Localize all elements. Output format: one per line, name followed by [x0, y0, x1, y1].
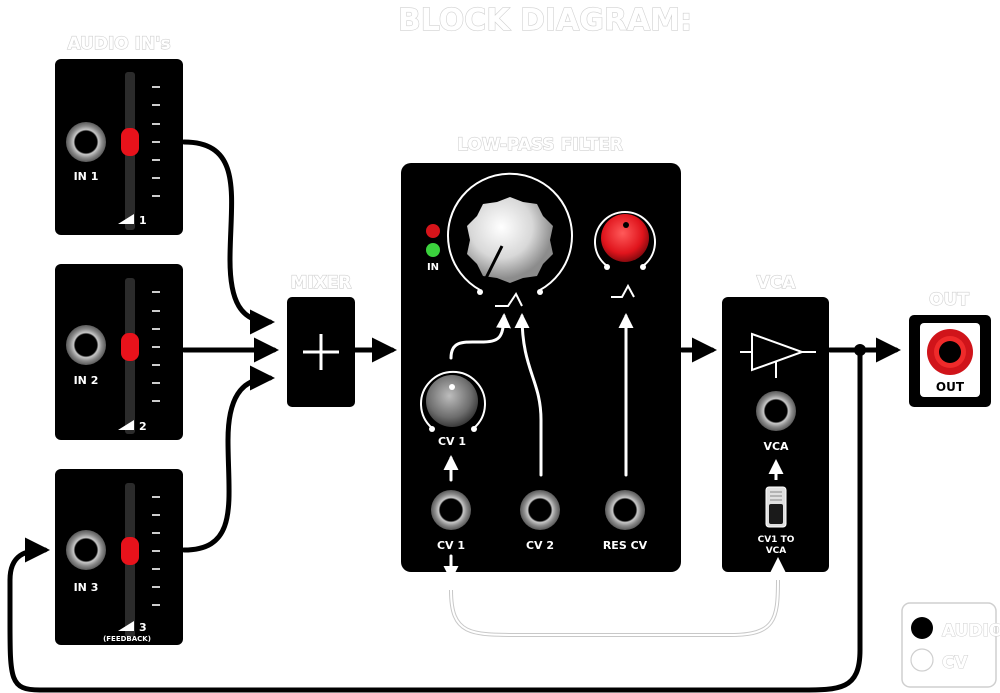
audio-in-channel-2: IN 2 2	[55, 264, 183, 440]
led-green	[426, 243, 440, 257]
level-triangle-icon	[118, 420, 134, 430]
slider-knob-1[interactable]	[121, 128, 139, 156]
resonance-symbol-icon	[611, 283, 635, 298]
cv2-jack-label: CV 2	[526, 539, 554, 552]
feedback-label: (FEEDBACK)	[103, 635, 151, 643]
switch-label-line-1: CV1 TO	[758, 535, 795, 545]
filter-heading: LOW-PASS FILTER	[457, 135, 623, 155]
audio-in-channel-1: IN 1 1	[55, 59, 183, 235]
legend-audio-swatch	[911, 617, 933, 639]
legend-cv-label: CV	[942, 653, 968, 673]
slider-knob-2[interactable]	[121, 333, 139, 361]
audio-in-channel-3: IN 3 3 (FEEDBACK)	[55, 469, 183, 645]
slider-3-label: 3	[139, 621, 147, 634]
legend: AUDIO CV	[901, 602, 1000, 688]
in-2-jack[interactable]	[66, 325, 106, 365]
slider-2-label: 2	[139, 420, 147, 433]
mixer-heading: MIXER	[290, 273, 351, 293]
plus-icon	[303, 334, 339, 370]
audio-cables	[7, 139, 901, 693]
out-heading: OUT	[929, 290, 969, 310]
cv1-attenuator-knob[interactable]	[420, 370, 486, 432]
cv1-knob-label: CV 1	[438, 435, 466, 448]
cv1-jack[interactable]	[431, 490, 471, 530]
cv2-jack[interactable]	[520, 490, 560, 530]
cv1-jack-label: CV 1	[437, 539, 465, 552]
vca-panel: VCA CV1 TO VCA	[722, 297, 829, 578]
audio-ins-heading: AUDIO IN's	[67, 34, 170, 54]
in-led-label: IN	[427, 262, 439, 273]
in-3-jack[interactable]	[66, 530, 106, 570]
vca-heading: VCA	[757, 273, 797, 293]
legend-cv-swatch	[910, 648, 934, 672]
in-2-label: IN 2	[74, 374, 99, 387]
out-jack-label: OUT	[936, 380, 965, 394]
out-panel: OUT	[909, 315, 991, 407]
in-3-label: IN 3	[74, 581, 99, 594]
legend-audio-label: AUDIO	[942, 621, 1000, 641]
cv-link-cable	[449, 579, 780, 637]
out-jack[interactable]	[927, 329, 973, 375]
in-1-jack[interactable]	[66, 122, 106, 162]
amplifier-triangle-icon	[740, 332, 816, 378]
cutoff-knob[interactable]	[447, 172, 573, 295]
slider-knob-3[interactable]	[121, 537, 139, 565]
junction-dot	[854, 344, 866, 356]
filter-panel: IN CV 1	[401, 163, 681, 581]
vca-cv-jack[interactable]	[756, 391, 796, 431]
cv1-to-vca-switch[interactable]	[765, 486, 787, 528]
in-1-label: IN 1	[74, 170, 99, 183]
diagram-title: BLOCK DIAGRAM:	[398, 3, 692, 38]
switch-label-line-2: VCA	[766, 546, 787, 556]
res-cv-jack-label: RES CV	[603, 539, 648, 552]
level-triangle-icon	[118, 214, 134, 224]
mixer-block	[287, 297, 355, 407]
slider-1-label: 1	[139, 214, 147, 227]
res-cv-jack[interactable]	[605, 490, 645, 530]
vca-jack-label: VCA	[763, 440, 789, 453]
level-triangle-icon	[118, 621, 134, 631]
led-red	[426, 224, 440, 238]
cutoff-symbol-icon	[495, 292, 523, 307]
resonance-knob[interactable]	[594, 211, 656, 270]
